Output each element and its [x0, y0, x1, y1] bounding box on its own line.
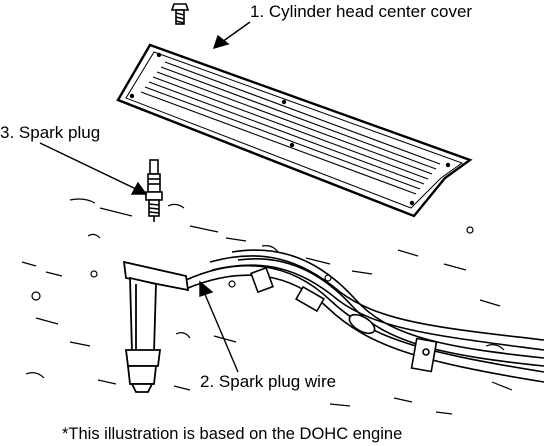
- cylinder-head-cover: [116, 43, 473, 218]
- wire-clamps: [250, 266, 438, 373]
- engine-head-background: [21, 198, 513, 415]
- spark-plug-wire-boot: [122, 260, 190, 393]
- bolt: [170, 3, 190, 25]
- callout-spark-plug: 3. Spark plug: [0, 123, 101, 142]
- spark-plug: [145, 159, 163, 222]
- callout-cylinder-head-center-cover: 1. Cylinder head center cover: [250, 2, 473, 21]
- callout-spark-plug-wire: 2. Spark plug wire: [200, 372, 337, 391]
- footnote: *This illustration is based on the DOHC …: [62, 425, 403, 443]
- leader-lines: [39, 21, 251, 373]
- spark-plug-wires: [185, 249, 544, 383]
